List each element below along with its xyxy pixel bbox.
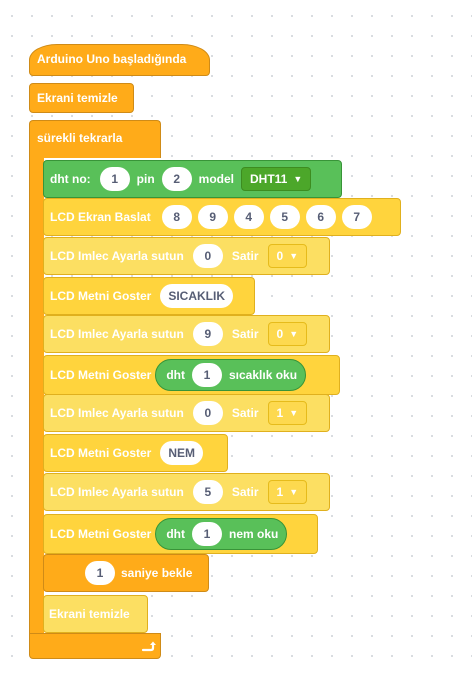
lcd-print-label: LCD Metni Goster xyxy=(50,527,152,541)
clear-display-label: Ekrani temizle xyxy=(49,607,130,621)
dht-model-label: model xyxy=(198,172,234,186)
lcd-print-block[interactable]: LCD Metni Goster dht 1 nem oku xyxy=(43,514,318,554)
row-label: Satir xyxy=(231,406,259,420)
clear-display-block[interactable] xyxy=(43,595,148,633)
lcd-print-label: LCD Metni Goster xyxy=(50,446,152,460)
reporter-prefix: dht xyxy=(166,368,185,382)
row-dropdown[interactable]: 1 ▼ xyxy=(267,401,308,425)
row-value: 0 xyxy=(276,327,284,341)
lcd-pin-input-3[interactable]: 4 xyxy=(233,205,264,229)
dht-no-input[interactable]: 1 xyxy=(192,363,222,387)
row-dropdown[interactable]: 0 ▼ xyxy=(267,244,308,268)
row-value: 1 xyxy=(276,485,284,499)
forever-arm xyxy=(29,157,44,634)
lcd-print-label: LCD Metni Goster xyxy=(50,368,152,382)
caret-down-icon: ▼ xyxy=(289,251,299,261)
lcd-set-cursor-label: LCD Imlec Ayarla sutun xyxy=(50,327,184,341)
row-dropdown[interactable]: 1 ▼ xyxy=(267,480,308,504)
dht-temperature-reporter[interactable]: dht 1 sıcaklık oku xyxy=(155,359,307,391)
wait-label: saniye bekle xyxy=(121,566,193,580)
reporter-suffix: nem oku xyxy=(229,527,279,541)
lcd-pin-input-4[interactable]: 5 xyxy=(269,205,300,229)
dht-humidity-reporter[interactable]: dht 1 nem oku xyxy=(155,518,288,550)
lcd-set-cursor-block[interactable]: LCD Imlec Ayarla sutun 9 Satir 0 ▼ xyxy=(43,315,330,353)
dht-model-dropdown[interactable]: DHT11 ▼ xyxy=(241,167,312,191)
lcd-set-cursor-block[interactable]: LCD Imlec Ayarla sutun 0 Satir 0 ▼ xyxy=(43,237,330,275)
lcd-init-label: LCD Ekran Baslat xyxy=(50,210,151,224)
column-input[interactable]: 9 xyxy=(192,322,223,346)
lcd-pin-input-5[interactable]: 6 xyxy=(305,205,336,229)
column-input[interactable]: 5 xyxy=(192,480,223,504)
column-input[interactable]: 0 xyxy=(192,244,223,268)
caret-down-icon: ▼ xyxy=(289,329,299,339)
clear-display-block[interactable] xyxy=(29,83,134,113)
lcd-pin-input-1[interactable]: 8 xyxy=(161,205,192,229)
column-input[interactable]: 0 xyxy=(192,401,223,425)
hat-block[interactable] xyxy=(29,44,210,76)
reporter-suffix: sıcaklık oku xyxy=(229,368,298,382)
dht-pin-label: pin xyxy=(136,172,155,186)
forever-label: sürekli tekrarla xyxy=(37,131,123,145)
row-label: Satir xyxy=(231,327,259,341)
row-dropdown[interactable]: 0 ▼ xyxy=(267,322,308,346)
forever-footer[interactable] xyxy=(29,633,161,659)
lcd-set-cursor-block[interactable]: LCD Imlec Ayarla sutun 5 Satir 1 ▼ xyxy=(43,473,330,511)
dht-pin-input[interactable]: 2 xyxy=(161,167,192,191)
clear-display-label: Ekrani temizle xyxy=(37,91,118,105)
text-input[interactable]: SICAKLIK xyxy=(160,284,234,308)
row-label: Satir xyxy=(231,485,259,499)
caret-down-icon: ▼ xyxy=(289,487,299,497)
row-value: 1 xyxy=(276,406,284,420)
lcd-set-cursor-label: LCD Imlec Ayarla sutun xyxy=(50,249,184,263)
forever-block[interactable] xyxy=(29,120,161,158)
lcd-print-block[interactable]: LCD Metni Goster SICAKLIK xyxy=(43,277,255,315)
lcd-print-label: LCD Metni Goster xyxy=(50,289,152,303)
dht-no-input[interactable]: 1 xyxy=(192,522,222,546)
caret-down-icon: ▼ xyxy=(293,174,303,184)
row-label: Satir xyxy=(231,249,259,263)
lcd-init-block[interactable]: LCD Ekran Baslat 8 9 4 5 6 7 xyxy=(43,198,401,236)
lcd-print-block[interactable]: LCD Metni Goster NEM xyxy=(43,434,228,472)
hat-label: Arduino Uno başladığında xyxy=(37,52,187,66)
lcd-print-block[interactable]: LCD Metni Goster dht 1 sıcaklık oku xyxy=(43,355,340,395)
lcd-pin-input-6[interactable]: 7 xyxy=(341,205,372,229)
wait-seconds-block[interactable]: 1 saniye bekle xyxy=(43,554,209,592)
loop-arrow-icon xyxy=(140,638,156,654)
row-value: 0 xyxy=(276,249,284,263)
dht-no-input[interactable]: 1 xyxy=(99,167,130,191)
dht-setup-block[interactable]: dht no: 1 pin 2 model DHT11 ▼ xyxy=(43,160,342,198)
lcd-set-cursor-block[interactable]: LCD Imlec Ayarla sutun 0 Satir 1 ▼ xyxy=(43,394,330,432)
reporter-prefix: dht xyxy=(166,527,185,541)
text-input[interactable]: NEM xyxy=(160,441,204,465)
lcd-set-cursor-label: LCD Imlec Ayarla sutun xyxy=(50,406,184,420)
lcd-set-cursor-label: LCD Imlec Ayarla sutun xyxy=(50,485,184,499)
lcd-pin-input-2[interactable]: 9 xyxy=(197,205,228,229)
seconds-input[interactable]: 1 xyxy=(85,561,115,585)
caret-down-icon: ▼ xyxy=(289,408,299,418)
dht-prefix: dht no: xyxy=(50,172,91,186)
dht-model-value: DHT11 xyxy=(250,172,288,186)
